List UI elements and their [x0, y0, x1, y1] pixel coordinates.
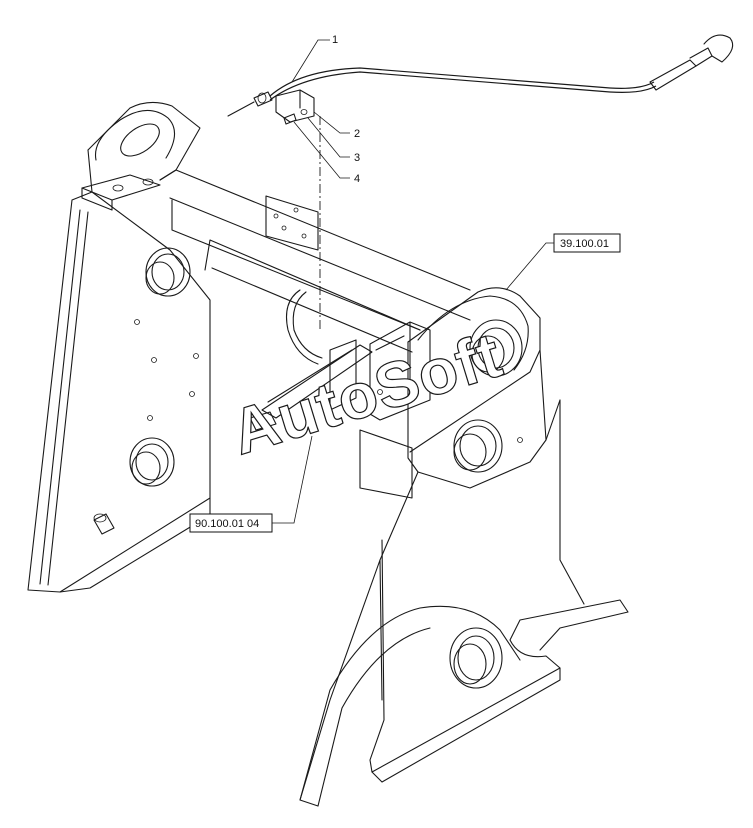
callout-leaders — [272, 39, 554, 524]
frame-reference-label: 39.100.01 — [560, 238, 609, 250]
center-linkage — [249, 321, 431, 499]
frame-reference-box[interactable]: 39.100.01 — [553, 233, 621, 253]
callout-3: 3 — [354, 152, 360, 164]
callout-1: 1 — [332, 34, 338, 46]
left-upright — [27, 101, 211, 593]
callout-4: 4 — [354, 173, 360, 185]
lower-reference-label: 90.100.01 04 — [195, 518, 259, 530]
callout-2: 2 — [354, 128, 360, 140]
control-cable — [227, 34, 734, 330]
right-upright — [299, 287, 629, 807]
watermark-logo: AutoSoft — [223, 318, 510, 468]
cross-beam — [159, 169, 471, 365]
lower-reference-box[interactable]: 90.100.01 04 — [189, 513, 273, 533]
